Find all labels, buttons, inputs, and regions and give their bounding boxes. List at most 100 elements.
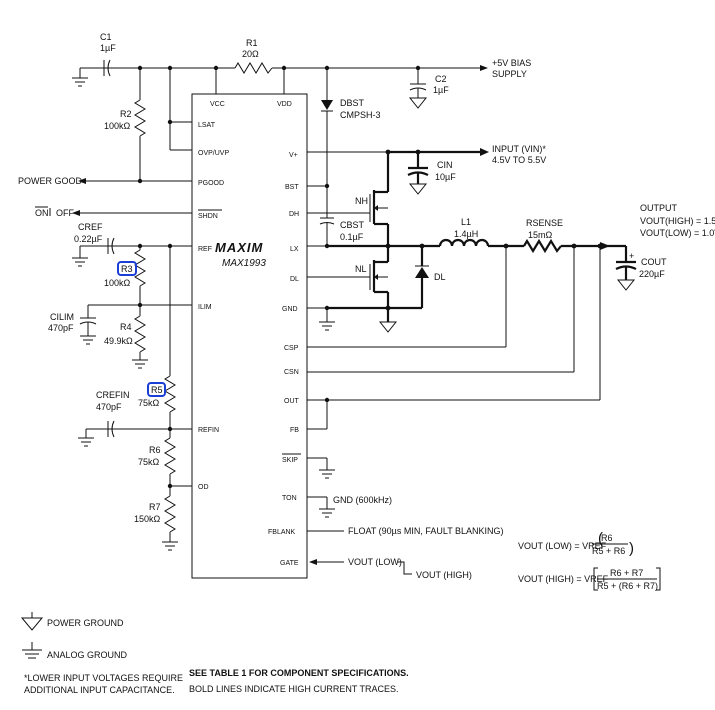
- on-label: ON: [35, 208, 49, 218]
- dbst-name: DBST: [340, 98, 365, 108]
- pin-gate: GATE: [280, 560, 299, 567]
- r4-value: 49.9kΩ: [104, 336, 133, 346]
- c1-capacitor: [72, 59, 111, 87]
- pin-vdd: VDD: [277, 101, 292, 108]
- pin-ovp: OVP/UVP: [198, 150, 229, 157]
- pin-shdn: SHDN: [198, 213, 218, 220]
- eq-high-lhs: VOUT (HIGH) = VREF: [518, 574, 609, 584]
- crefin-value: 470pF: [96, 402, 122, 412]
- vout-low-label: VOUT(LOW) = 1.0V: [640, 228, 715, 238]
- r5-value: 75kΩ: [138, 398, 160, 408]
- pin-ton: TON: [282, 495, 297, 502]
- input-range: 4.5V TO 5.5V: [492, 155, 546, 165]
- c1-value: 1µF: [100, 43, 116, 53]
- eq-high-num: R6 + R7: [610, 568, 643, 578]
- bold-lines-note: BOLD LINES INDICATE HIGH CURRENT TRACES.: [189, 684, 399, 694]
- pin-fblank: FBLANK: [268, 529, 296, 536]
- r5-highlight: [147, 382, 166, 397]
- gnd-600-label: GND (600kHz): [333, 495, 392, 505]
- pin-vplus: V+: [289, 152, 298, 159]
- ic-body: [191, 93, 308, 579]
- ic-brand: MAXIM: [215, 240, 264, 255]
- analog-ground-symbol: [22, 642, 42, 659]
- equation-vout-high: VOUT (HIGH) = VREF R6 + R7 R5 + (R6 + R7…: [518, 567, 661, 591]
- l1-name: L1: [461, 217, 471, 227]
- dbst-diode: [321, 100, 333, 110]
- c1-name: C1: [100, 32, 112, 42]
- cilim-value: 470pF: [48, 323, 74, 333]
- gate-high-label: VOUT (HIGH): [416, 570, 472, 580]
- nl-name: NL: [355, 264, 367, 274]
- cref-capacitor: [72, 237, 115, 267]
- equation-vout-low: VOUT (LOW) = VREF ( R6 R5 + R6 ): [518, 530, 634, 557]
- c2-capacitor: [408, 68, 428, 109]
- pin-ref: REF: [198, 246, 212, 253]
- pin-dh: DH: [289, 211, 299, 218]
- cref-name: CREF: [78, 222, 103, 232]
- note-line2: ADDITIONAL INPUT CAPACITANCE.: [24, 685, 175, 695]
- pin-ilim: ILIM: [198, 304, 212, 311]
- pin-bst: BST: [285, 184, 299, 191]
- power-ground-label: POWER GROUND: [47, 618, 124, 628]
- c2-name: C2: [435, 74, 447, 84]
- r7-name: R7: [149, 502, 161, 512]
- c2-value: 1µF: [433, 85, 449, 95]
- pin-pgood: PGOOD: [198, 180, 224, 187]
- nh-name: NH: [355, 196, 368, 206]
- off-label: OFF: [56, 208, 74, 218]
- r1-name: R1: [246, 38, 258, 48]
- cin-value: 10µF: [435, 172, 456, 182]
- power-good-label: POWER GOOD: [18, 176, 83, 186]
- analog-ground-label: ANALOG GROUND: [47, 650, 128, 660]
- r3-highlight: [117, 261, 137, 276]
- bias-rail: [100, 65, 488, 71]
- pin-csn: CSN: [284, 369, 299, 376]
- float-blank-label: FLOAT (90µs MIN, FAULT BLANKING): [348, 526, 504, 536]
- note-line1: *LOWER INPUT VOLTAGES REQUIRE: [24, 673, 183, 683]
- svg-text:(: (: [598, 530, 603, 547]
- crefin-capacitor: [78, 420, 115, 447]
- supply-label: SUPPLY: [492, 69, 527, 79]
- r6-resistor: [164, 437, 176, 475]
- nh-mosfet: [307, 152, 390, 246]
- cilim-capacitor: [79, 305, 97, 345]
- l1-inductor: [438, 238, 490, 247]
- pin-skip: SKIP: [282, 457, 298, 464]
- pin-fb: FB: [290, 427, 299, 434]
- cout-name: COUT: [641, 257, 667, 267]
- pin-od: OD: [198, 484, 209, 491]
- cout-capacitor: +: [615, 246, 637, 291]
- cref-value: 0.22µF: [74, 234, 103, 244]
- pin-out: OUT: [284, 398, 300, 405]
- r1-resistor: [234, 62, 273, 74]
- r7-resistor: [164, 495, 176, 533]
- cout-value: 220µF: [639, 269, 665, 279]
- output-label: OUTPUT: [640, 203, 678, 213]
- r4-resistor: [134, 315, 146, 353]
- r4-name: R4: [120, 322, 132, 332]
- pin-csp: CSP: [284, 345, 299, 352]
- pin-gnd: GND: [282, 306, 298, 313]
- rsense-name: RSENSE: [526, 218, 563, 228]
- rsense-resistor: [523, 238, 562, 254]
- svg-text:+: +: [629, 251, 634, 261]
- rsense-value: 15mΩ: [528, 230, 553, 240]
- gate-low-label: VOUT (LOW): [348, 557, 402, 567]
- eq-low-den: R5 + R6: [592, 546, 625, 556]
- dl-name: DL: [434, 272, 446, 282]
- eq-low-lhs: VOUT (LOW) = VREF: [518, 541, 607, 551]
- r6-name: R6: [149, 445, 161, 455]
- eq-high-den: R5 + (R6 + R7): [597, 581, 658, 591]
- power-ground-symbol: [20, 612, 44, 631]
- cilim-name: CILIM: [50, 312, 74, 322]
- dl-diode: [415, 246, 429, 308]
- r3-value: 100kΩ: [104, 278, 131, 288]
- r5-resistor: [164, 375, 176, 413]
- eq-low-num: R6: [601, 533, 613, 543]
- bias-label: +5V BIAS: [492, 58, 531, 68]
- cbst-value: 0.1µF: [340, 232, 364, 242]
- pin-vcc: VCC: [210, 101, 225, 108]
- r1-value: 20Ω: [242, 49, 259, 59]
- r2-name: R2: [120, 109, 132, 119]
